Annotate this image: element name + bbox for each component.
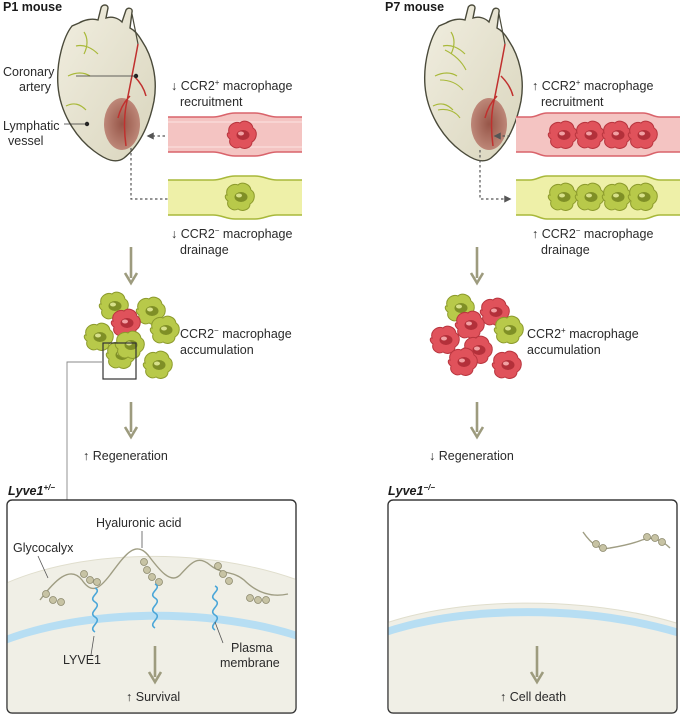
right-down-arrow-icon-1: [469, 247, 485, 286]
hyaluronic-acid-chain: [39, 548, 289, 606]
right-genotype: Lyve1−/−: [388, 483, 435, 498]
lyve1-leader: [90, 635, 95, 656]
right-macrophage-cluster: [429, 293, 524, 379]
left-inset: [6, 499, 297, 714]
right-accumulation-line2: accumulation: [527, 343, 601, 357]
left-drain-arrow: [130, 148, 187, 203]
left-panel-title: P1 mouse: [3, 0, 62, 14]
hyaluronic-acid-label: Hyaluronic acid: [96, 516, 182, 530]
left-macrophage-cluster: [83, 291, 180, 379]
left-ccr2neg-macrophage-icon: [224, 182, 255, 211]
lyve1-label: LYVE1: [63, 653, 101, 667]
left-accumulation-line2: accumulation: [180, 343, 254, 357]
right-outcome: ↓ Regeneration: [429, 449, 514, 463]
zoom-leader: [66, 361, 103, 506]
zoom-box: [102, 342, 137, 380]
left-drainage-line1: ↓ CCR2− macrophage: [171, 226, 292, 241]
lymphatic-vessel-label-1: Lymphatic: [3, 119, 60, 133]
left-down-arrow-icon-1: [123, 247, 139, 286]
right-accumulation-line1: CCR2+ macrophage: [527, 326, 639, 341]
glycocalyx-label: Glycocalyx: [13, 541, 74, 555]
glycocalyx-leader: [37, 555, 49, 579]
right-extra-lymphatics: [437, 49, 467, 119]
left-ccr2pos-macrophage-icon: [226, 120, 257, 149]
coronary-artery-label-1: Coronary: [3, 65, 55, 79]
right-drainage-line1: ↑ CCR2− macrophage: [532, 226, 653, 241]
right-recruitment-line1: ↑ CCR2+ macrophage: [532, 78, 653, 93]
left-heart-icon: [56, 4, 157, 162]
right-down-arrow-icon-2: [469, 402, 485, 440]
plasma-membrane-label-2: membrane: [220, 656, 280, 670]
left-recruitment-line2: recruitment: [180, 95, 243, 109]
lymphatic-vessel-label-2: vessel: [8, 134, 43, 148]
coronary-artery-label-2: artery: [19, 80, 52, 94]
right-inset-result: ↑ Cell death: [500, 690, 566, 704]
left-outcome: ↑ Regeneration: [83, 449, 168, 463]
left-inset-down-arrow-icon: [147, 646, 163, 685]
right-heart-icon: [423, 4, 524, 162]
right-inset: [387, 499, 678, 714]
right-free-hyaluronic-acid: [582, 531, 671, 552]
left-inset-result: ↑ Survival: [126, 690, 180, 704]
left-down-arrow-icon-2: [123, 402, 139, 440]
plasma-membrane-leader: [214, 621, 224, 644]
plasma-membrane-label-1: Plasma: [231, 641, 273, 655]
left-accumulation-line1: CCR2− macrophage: [180, 326, 292, 341]
right-drainage-line2: drainage: [541, 243, 590, 257]
right-drain-arrow: [479, 150, 512, 203]
left-genotype: Lyve1+/−: [8, 483, 55, 498]
right-panel-title: P7 mouse: [385, 0, 444, 14]
right-inset-down-arrow-icon: [529, 646, 545, 685]
right-recruitment-line2: recruitment: [541, 95, 604, 109]
left-recruitment-line1: ↓ CCR2+ macrophage: [171, 78, 292, 93]
left-drainage-line2: drainage: [180, 243, 229, 257]
